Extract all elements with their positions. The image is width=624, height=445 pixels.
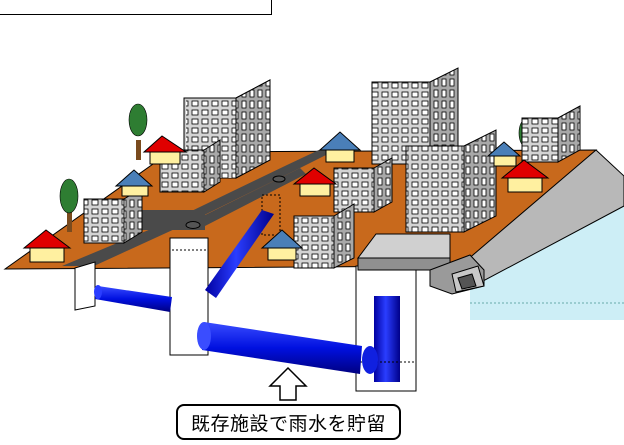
building-icon — [521, 105, 581, 163]
building-icon — [293, 203, 355, 269]
outlet-structure — [357, 233, 485, 295]
manhole-icon — [185, 221, 201, 229]
top-frame-edge — [0, 0, 272, 15]
building-icon — [371, 67, 459, 165]
house-icon — [318, 131, 362, 163]
up-arrow-icon — [268, 366, 308, 401]
house-icon — [260, 229, 304, 261]
caption-box: 既存施設で雨水を貯留 — [176, 404, 401, 440]
river-water — [470, 206, 624, 320]
house-icon — [292, 167, 338, 197]
house-icon — [500, 159, 550, 193]
left-shaft — [74, 261, 96, 311]
house-icon — [114, 169, 154, 197]
house-icon — [486, 141, 522, 167]
house-icon — [22, 229, 72, 263]
manhole-icon — [272, 175, 286, 183]
storm-pipes — [94, 210, 378, 374]
storage-tank — [355, 265, 417, 392]
building-icon — [83, 187, 143, 244]
road — [62, 140, 350, 266]
house-icon — [142, 135, 188, 165]
tree-icon — [59, 178, 79, 232]
building-icon — [159, 139, 221, 193]
tree-icon — [128, 103, 148, 160]
